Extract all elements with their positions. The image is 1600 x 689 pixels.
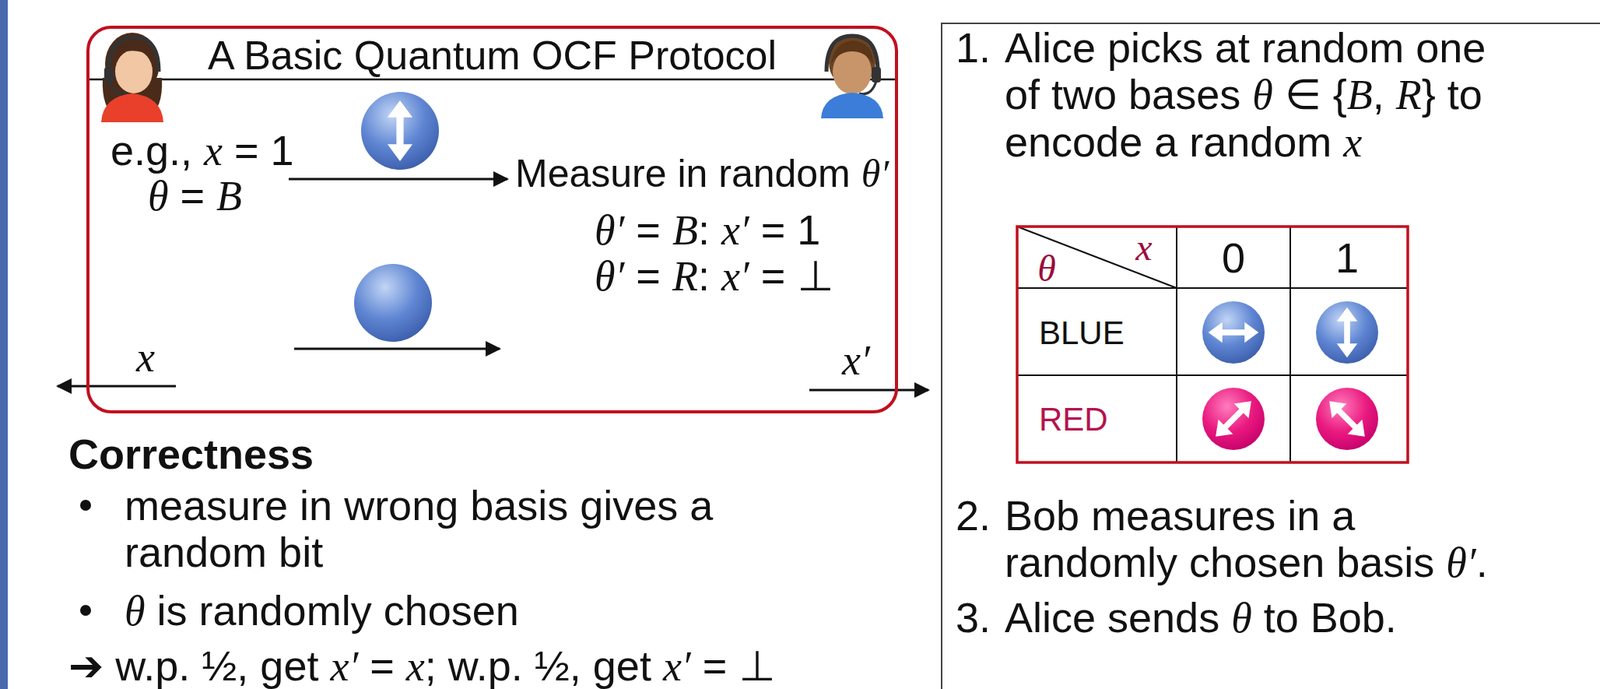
box-title: A Basic Quantum OCF Protocol — [89, 31, 895, 79]
example-value: e.g., x = 1 — [110, 126, 295, 175]
text-part: B — [216, 172, 243, 220]
drawing-rect — [1017, 226, 1408, 463]
text-part: x′ — [721, 252, 750, 300]
bullet-text: θ is randomly chosen — [124, 586, 779, 635]
text-part: θ′ — [861, 151, 890, 196]
bullet-text: measure in wrong basis gives a random bi… — [124, 481, 779, 576]
step-text: 2. Bob measures in a randomly chosen bas… — [955, 491, 1511, 586]
text-part: Alice picks at random one of two bases θ… — [1004, 24, 1486, 165]
step-text: 3. Alice sends θ to Bob. — [955, 593, 1511, 642]
text-part: x′ — [329, 642, 358, 689]
text-part: x′ — [721, 207, 750, 254]
bob-icon — [821, 35, 884, 119]
table-header: 0 — [1221, 234, 1246, 281]
text-part: θ — [1252, 71, 1274, 119]
text-part: θ — [1231, 594, 1253, 642]
drawing-use — [1208, 393, 1259, 444]
drawing-circle — [361, 91, 439, 170]
drawing-path — [831, 40, 874, 64]
conclusion-text: ➔ w.p. ½, get x′ = x; w.p. ½, get x′ = ⊥ — [68, 643, 776, 688]
text-part: B — [672, 207, 699, 254]
drawing-line — [1017, 374, 1408, 376]
alice-icon — [101, 32, 164, 123]
text-part: x′ — [842, 336, 871, 384]
title-rule — [89, 78, 895, 81]
drawing-use — [1208, 322, 1260, 344]
section-heading: Correctness — [68, 430, 314, 478]
drawing-rect — [871, 66, 881, 83]
text-part: x′ — [663, 642, 692, 689]
table-row-label: RED — [1038, 400, 1109, 438]
outcome-note: θ′ = R: x′ = ⊥ — [594, 252, 834, 300]
basis-arrow — [294, 347, 500, 351]
photon-with-polarisation — [361, 91, 439, 170]
step-text: 1. Alice picks at random one of two base… — [955, 24, 1511, 166]
drawing-path — [108, 37, 159, 72]
drawing-line — [1175, 226, 1178, 463]
text-part: θ′ — [594, 252, 625, 300]
output-label: x — [136, 333, 155, 381]
example-basis: θ = B — [147, 171, 243, 220]
output-arrow — [57, 385, 176, 388]
output-label: x′ — [842, 336, 871, 384]
steps-panel: 1. Alice picks at random one of two base… — [940, 22, 1600, 689]
text-part: x — [136, 333, 155, 381]
drawing-line — [1017, 287, 1408, 289]
drawing-path — [108, 80, 128, 95]
send-arrow — [288, 178, 508, 181]
text-part: x — [1135, 226, 1152, 268]
text-part: R — [672, 252, 699, 300]
text-part: R — [1396, 71, 1422, 119]
outcome-note: θ′ = B: x′ = 1 — [594, 206, 821, 254]
drawing-circle — [1315, 387, 1379, 450]
bullet-dot — [80, 499, 92, 511]
drawing-path — [101, 93, 164, 123]
text-part: θ′ — [1445, 539, 1476, 586]
drawing-line — [1289, 226, 1292, 463]
drawing-use — [387, 100, 413, 162]
drawing-path — [113, 45, 155, 61]
drawing-use — [1322, 393, 1372, 444]
drawing-line — [1017, 226, 1177, 288]
text-part: θ — [147, 172, 169, 220]
table-header: 1 — [1335, 234, 1359, 281]
text-part: θ′ — [594, 207, 625, 254]
drawing-circle — [354, 263, 432, 342]
drawing-circle — [1202, 301, 1265, 364]
text-part: 2. — [955, 491, 1005, 539]
drawing-use — [1336, 307, 1358, 358]
text-part: x — [1343, 119, 1362, 166]
drawing-circle — [1315, 301, 1379, 364]
text-part: 1. — [955, 24, 1005, 71]
text-part: 3. — [955, 593, 1005, 641]
drawing-path — [821, 92, 884, 119]
drawing-path — [826, 35, 878, 72]
drawing-ellipse — [832, 49, 872, 95]
bullet-dot — [80, 604, 92, 616]
text-part: Alice sends θ to Bob. — [1004, 593, 1397, 641]
text-part: x — [406, 642, 425, 689]
drawing-rect — [104, 66, 114, 83]
text-part: θ — [124, 587, 146, 635]
measured-photon — [354, 263, 432, 342]
text-part: B — [1347, 71, 1373, 119]
encoding-table — [1017, 226, 1408, 463]
drawing-ellipse — [115, 49, 153, 94]
table-header: x — [1135, 226, 1152, 269]
table-header: θ — [1037, 247, 1057, 290]
output-arrow — [809, 389, 929, 392]
text-part: θ — [1037, 247, 1057, 289]
drawing-path — [859, 80, 877, 95]
text-part: x — [203, 127, 223, 175]
drawing-circle — [1202, 387, 1265, 450]
measure-note: Measure in random θ′ — [515, 150, 889, 197]
table-row-label: BLUE — [1038, 314, 1125, 351]
text-part: Bob measures in a randomly chosen basis … — [1004, 491, 1488, 586]
side-bar — [0, 0, 8, 689]
